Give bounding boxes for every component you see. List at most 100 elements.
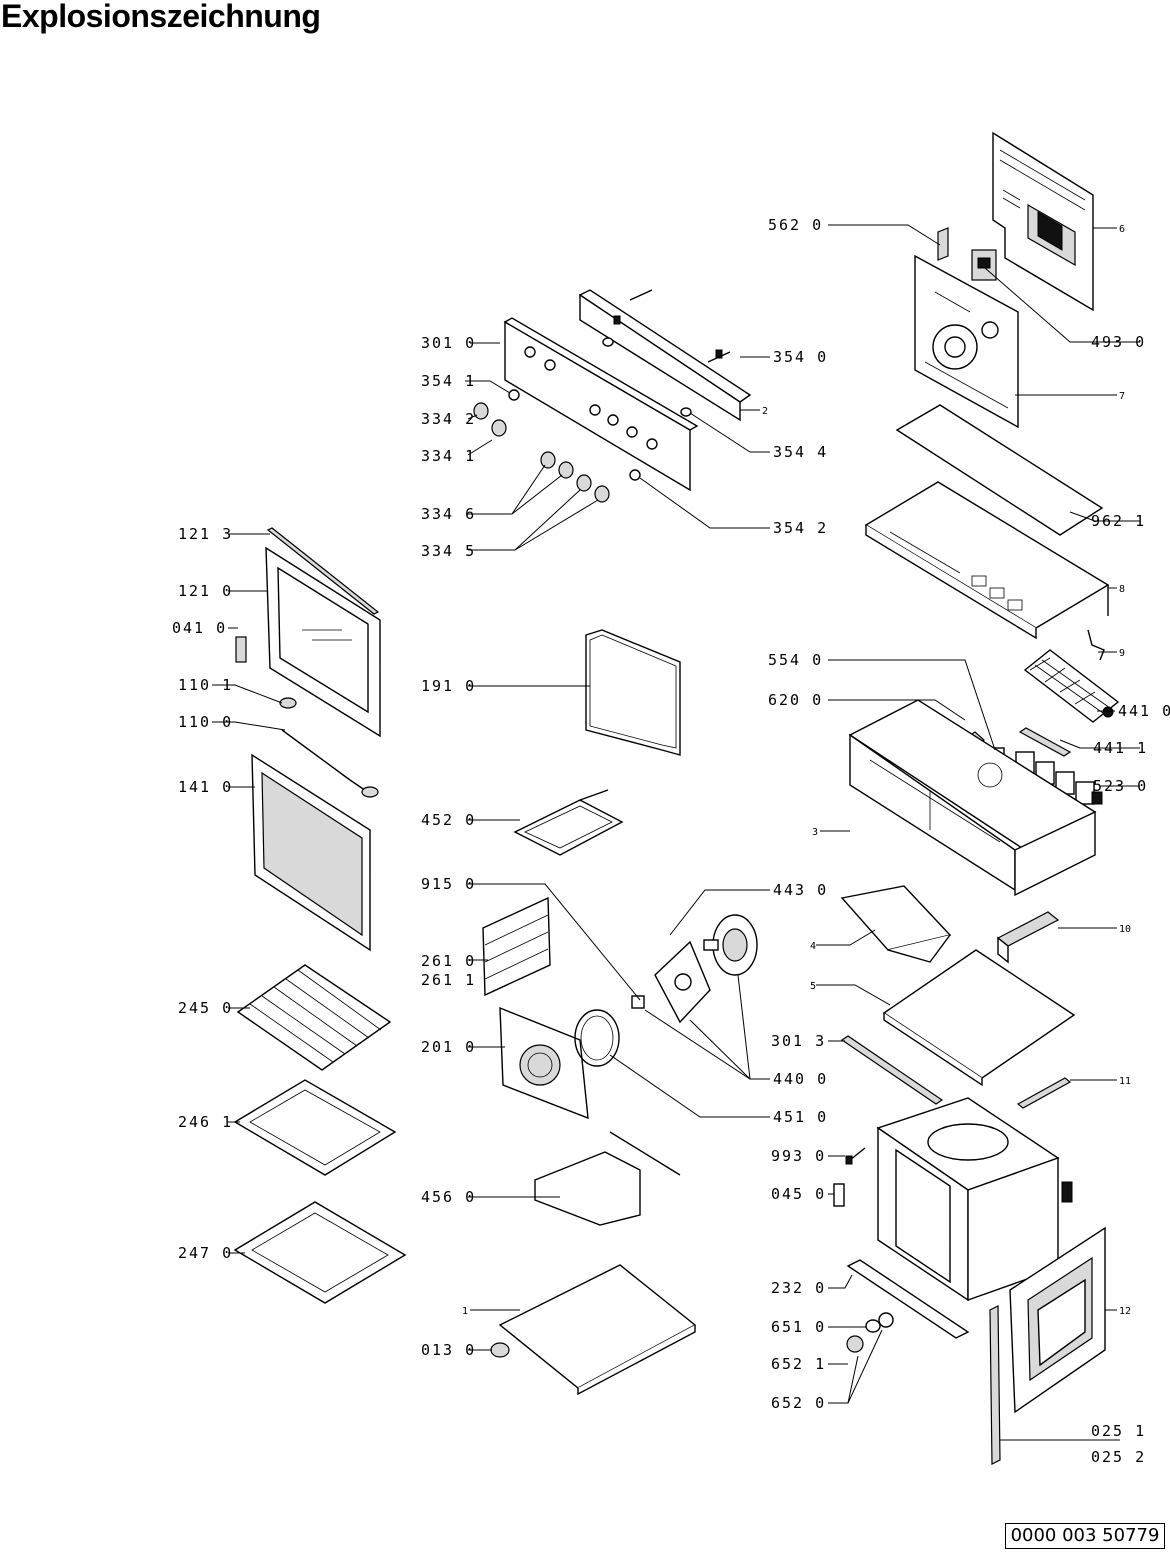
- label-part-1: 1: [462, 1306, 468, 1317]
- label-045-0: 045 0: [771, 1185, 826, 1203]
- part-grill-element: [513, 789, 624, 856]
- label-354-0: 354 0: [773, 348, 828, 366]
- label-354-2: 354 2: [773, 519, 828, 537]
- part-gasket: [585, 629, 681, 756]
- part-side-racks: [482, 896, 551, 997]
- label-041-0: 041 0: [172, 619, 227, 637]
- part-tangential-fan: [1023, 649, 1120, 723]
- part-inner-door: [265, 546, 381, 738]
- label-354-4: 354 4: [773, 443, 828, 461]
- label-652-1: 652 1: [771, 1355, 826, 1373]
- part-tray-247: [233, 1201, 407, 1304]
- part-ring-element: [574, 1009, 620, 1067]
- part-fan-plate: [914, 254, 1019, 429]
- part-knobs-334: [473, 402, 610, 503]
- document-reference-number: 0000 003 50779: [1005, 1523, 1165, 1549]
- label-247-0: 247 0: [178, 1244, 233, 1262]
- label-201-0: 201 0: [421, 1038, 476, 1056]
- label-261-0: 261 0: [421, 952, 476, 970]
- part-tray-246: [233, 1079, 397, 1176]
- part-switch-block: [1015, 751, 1103, 805]
- part-rail-301-3: [840, 1035, 944, 1105]
- label-554-0: 554 0: [768, 651, 823, 669]
- label-191-0: 191 0: [421, 677, 476, 695]
- part-rear-cover: [992, 131, 1094, 312]
- label-451-0: 451 0: [773, 1108, 828, 1126]
- part-top-cover: [864, 481, 1110, 640]
- label-301-3: 301 3: [771, 1032, 826, 1050]
- label-part-5: 5: [810, 981, 816, 992]
- label-part-10: 10: [1119, 924, 1131, 935]
- label-493-0: 493 0: [1091, 333, 1146, 351]
- label-562-0: 562 0: [768, 216, 823, 234]
- label-440-0: 440 0: [773, 1070, 828, 1088]
- label-334-2: 334 2: [421, 410, 476, 428]
- label-456-0: 456 0: [421, 1188, 476, 1206]
- part-hinge-041: [235, 636, 247, 663]
- part-bracket-2: [578, 289, 752, 422]
- label-651-0: 651 0: [771, 1318, 826, 1336]
- part-rail-11: [1016, 1077, 1072, 1109]
- part-connector-441-1: [1018, 727, 1072, 757]
- label-246-1: 246 1: [178, 1113, 233, 1131]
- label-441-0: 441 0: [1118, 702, 1170, 720]
- label-232-0: 232 0: [771, 1279, 826, 1297]
- part-bracket-562: [937, 227, 949, 261]
- part-door-strip-121-3: [266, 527, 380, 615]
- label-013-0: 013 0: [421, 1341, 476, 1359]
- part-number-labels: 562 0 493 0 301 0 354 0 354 1 334 2 334 …: [172, 216, 1170, 1466]
- label-part-4: 4: [810, 941, 816, 952]
- label-part-6: 6: [1119, 224, 1125, 235]
- part-front-frame-12: [1009, 1226, 1106, 1414]
- label-121-0: 121 0: [178, 582, 233, 600]
- label-441-1: 441 1: [1093, 739, 1148, 757]
- label-121-3: 121 3: [178, 525, 233, 543]
- part-bottom-plate-1: [498, 1264, 697, 1396]
- label-part-11: 11: [1119, 1076, 1131, 1087]
- part-bottom-heater: [534, 1131, 681, 1226]
- part-control-panel: [503, 317, 699, 492]
- part-side-strip-025: [989, 1305, 1001, 1465]
- part-nut-915: [631, 995, 645, 1009]
- part-wire-shelf: [236, 964, 392, 1071]
- part-oven-cavity: [876, 1097, 1073, 1302]
- label-652-0: 652 0: [771, 1394, 826, 1412]
- label-245-0: 245 0: [178, 999, 233, 1017]
- part-fan-cover: [499, 1006, 589, 1120]
- part-motor-493: [971, 249, 997, 281]
- part-bottom-plate-5: [882, 949, 1076, 1087]
- label-334-6: 334 6: [421, 505, 476, 523]
- label-part-2: 2: [762, 406, 768, 417]
- part-foot-013: [490, 1342, 510, 1358]
- part-insulation-962: [895, 404, 1104, 536]
- label-part-9: 9: [1119, 648, 1125, 659]
- part-fan-impeller: [654, 940, 711, 1024]
- part-strip-10: [996, 911, 1060, 964]
- label-025-1: 025 1: [1091, 1422, 1146, 1440]
- label-025-2: 025 2: [1091, 1448, 1146, 1466]
- part-clip-9: [1087, 629, 1105, 661]
- part-knob-651-652: [846, 1312, 894, 1353]
- label-354-1: 354 1: [421, 372, 476, 390]
- label-452-0: 452 0: [421, 811, 476, 829]
- part-latch-045: [833, 1183, 845, 1207]
- label-334-5: 334 5: [421, 542, 476, 560]
- label-110-1: 110 1: [178, 676, 233, 694]
- label-part-12: 12: [1119, 1306, 1131, 1317]
- part-chassis: [848, 699, 1097, 897]
- label-301-0: 301 0: [421, 334, 476, 352]
- label-334-1: 334 1: [421, 447, 476, 465]
- label-523-0: 523 0: [1093, 777, 1148, 795]
- label-110-0: 110 0: [178, 713, 233, 731]
- label-443-0: 443 0: [773, 881, 828, 899]
- label-620-0: 620 0: [768, 691, 823, 709]
- part-bottom-trim-232: [846, 1259, 970, 1339]
- label-993-0: 993 0: [771, 1147, 826, 1165]
- part-outer-glass: [251, 753, 371, 952]
- leader-lines: [212, 224, 1140, 1441]
- part-screw-993: [845, 1147, 866, 1165]
- label-141-0: 141 0: [178, 778, 233, 796]
- part-fan-motor: [703, 914, 758, 976]
- part-hinge-110: [279, 697, 379, 798]
